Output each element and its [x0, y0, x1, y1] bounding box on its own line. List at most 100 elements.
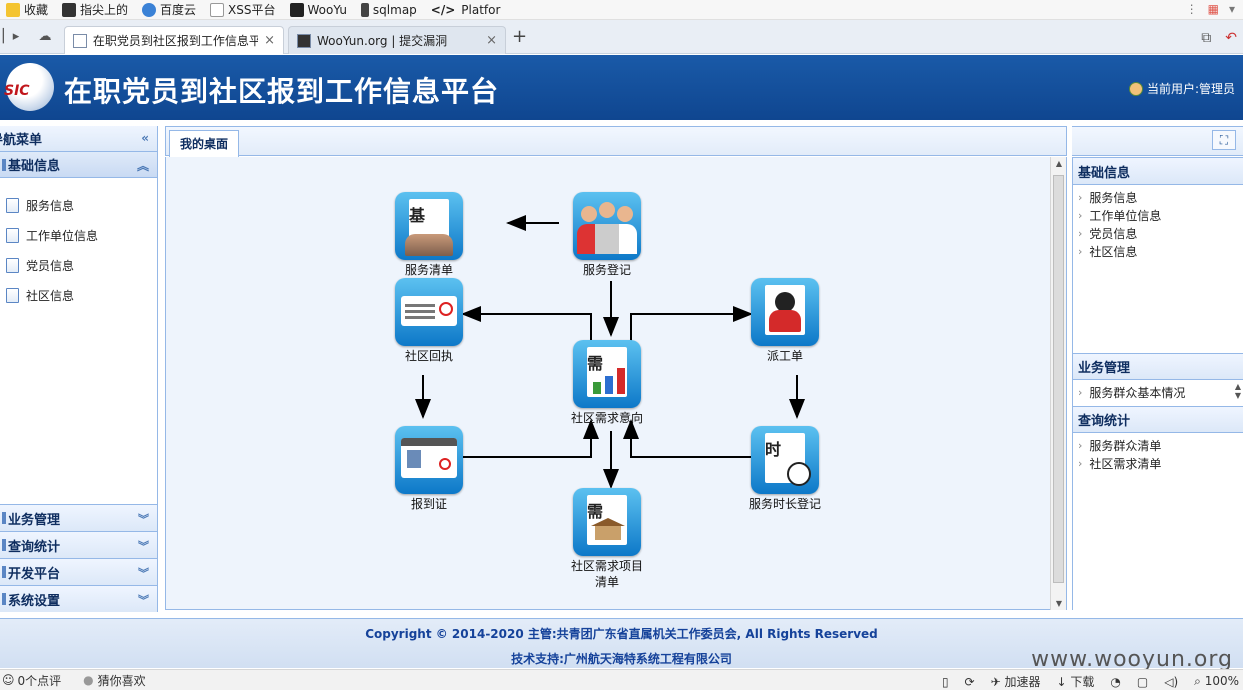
chevron-down-icon[interactable]: ▾ [1228, 2, 1235, 16]
scroll-up-icon[interactable]: ▲ [1055, 159, 1063, 168]
close-icon[interactable]: × [486, 33, 497, 48]
node-needs-project[interactable]: 需 社区需求项目清单 [562, 488, 652, 590]
bookmark-baiduyun[interactable]: 百度云 [136, 1, 204, 18]
folder-icon [2, 512, 6, 524]
accelerator-button[interactable]: ✈ 加速器 [990, 675, 1041, 689]
guess-you-like[interactable]: 猜你喜欢 [97, 673, 146, 688]
collapse-left-icon[interactable]: « [141, 131, 149, 145]
bookmark-xss[interactable]: XSS平台 [204, 1, 283, 18]
tab-my-desktop[interactable]: 我的桌面 [169, 130, 240, 157]
people-group-icon [573, 192, 641, 260]
basic-info-menu: 服务信息 工作单位信息 党员信息 社区信息 [0, 178, 157, 310]
more-icon[interactable]: ⋮ [1185, 2, 1198, 16]
browser-tabs-bar: ▏▸ ☁ 在职党员到社区报到工作信息平 × WooYun.org | 提交漏洞 … [0, 20, 1243, 54]
wooyun-icon [289, 2, 304, 17]
workflow-canvas: 基 服务清单 服务登记 社区回执 需 [165, 157, 1067, 610]
node-service-hours[interactable]: 时 服务时长登记 [740, 426, 830, 512]
right-link-work-unit[interactable]: 工作单位信息 [1078, 206, 1243, 224]
node-report-cert[interactable]: 报到证 [384, 426, 474, 512]
comments-count[interactable]: 0个点评 [17, 673, 62, 688]
left-sidebar: 导航菜单 « 基础信息 ︽ 服务信息 工作单位信息 党员信息 社区信息 业务管理… [0, 126, 158, 612]
browser-icon[interactable]: ◔ [1110, 674, 1121, 689]
new-tab-button[interactable]: + [512, 26, 528, 47]
needs-chart-icon: 需 [573, 340, 641, 408]
accordion-dev-platform[interactable]: 开发平台︾ [0, 558, 157, 585]
right-link-party-member[interactable]: 党员信息 [1078, 224, 1243, 242]
sidebar-toggle-icon[interactable]: ▏▸ [2, 29, 20, 44]
browser-tab-wooyun[interactable]: WooYun.org | 提交漏洞 × [288, 26, 506, 54]
watermark: www.wooyun.org [1031, 647, 1233, 672]
right-business-header: 业务管理 [1073, 353, 1243, 380]
scroll-down-icon[interactable]: ▼ [1055, 599, 1063, 608]
right-query-header: 查询统计 [1073, 406, 1243, 433]
accordion-query[interactable]: 查询统计︾ [0, 531, 157, 558]
node-dispatch[interactable]: 派工单 [740, 278, 830, 364]
bookmark-wooyun[interactable]: WooYu [284, 2, 355, 17]
browser-tab-active[interactable]: 在职党员到社区报到工作信息平 × [64, 26, 284, 54]
right-link-service-info[interactable]: 服务信息 [1078, 188, 1243, 206]
right-basic-info-header: 基础信息 [1073, 158, 1243, 185]
workflow-arrows [415, 215, 805, 489]
receipt-icon [395, 278, 463, 346]
node-service-list[interactable]: 基 服务清单 [384, 192, 474, 278]
document-icon [6, 257, 19, 273]
bookmarks-bar: 收藏 指尖上的 百度云 XSS平台 WooYu sqlmap </>Platfo… [0, 0, 1243, 20]
chevron-down-icon[interactable]: ︾ [138, 540, 149, 553]
close-icon[interactable]: × [264, 33, 275, 48]
chevron-down-icon[interactable]: ︾ [138, 567, 149, 580]
cloud-icon [142, 2, 157, 17]
document-icon [6, 287, 19, 303]
accordion-basic-info[interactable]: 基础信息 ︽ [0, 152, 157, 178]
download-button[interactable]: ↓ 下载 [1056, 675, 1095, 689]
bookmark-zhijian[interactable]: 指尖上的 [56, 1, 136, 18]
document-icon [6, 227, 19, 243]
logo-text: SIC [4, 83, 30, 99]
document-icon [6, 197, 19, 213]
bookmark-sqlmap[interactable]: sqlmap [355, 2, 425, 17]
chevron-down-icon[interactable]: ︾ [138, 594, 149, 607]
app-title: 在职党员到社区报到工作信息平台 [64, 75, 500, 108]
chevron-up-icon[interactable]: ︽ [136, 159, 149, 173]
zoom-level[interactable]: ⌕ 100% [1194, 674, 1239, 688]
star-icon [6, 2, 20, 17]
node-community-needs[interactable]: 需 社区需求意向 [562, 340, 652, 426]
scrollbar-thumb[interactable] [1053, 175, 1064, 583]
menu-item-work-unit[interactable]: 工作单位信息 [6, 220, 157, 250]
right-link-community[interactable]: 社区信息 [1078, 242, 1243, 260]
right-link-service-masses[interactable]: 服务群众清单 [1078, 436, 1243, 454]
chevron-down-icon[interactable]: ︾ [138, 513, 149, 526]
bookmark-platform[interactable]: </>Platfor [430, 2, 501, 17]
phone-icon[interactable]: ▯ [941, 674, 949, 689]
menu-item-party-member[interactable]: 党员信息 [6, 250, 157, 280]
right-link-community-needs[interactable]: 社区需求清单 [1078, 454, 1243, 472]
code-icon: </> [430, 2, 456, 17]
node-service-register[interactable]: 服务登记 [562, 192, 652, 278]
accordion-business[interactable]: 业务管理︾ [0, 504, 157, 531]
folder-icon [2, 539, 6, 551]
refresh-icon[interactable]: ⟳ [964, 674, 975, 689]
speaker-icon[interactable]: ◁) [1164, 674, 1179, 689]
nav-menu-header: 导航菜单 « [0, 126, 157, 152]
menu-item-community[interactable]: 社区信息 [6, 280, 157, 310]
right-basic-info-list: 服务信息 工作单位信息 党员信息 社区信息 [1073, 185, 1243, 353]
right-panel: 基础信息 服务信息 工作单位信息 党员信息 社区信息 业务管理 服务群众基本情况… [1072, 157, 1243, 610]
accordion-settings[interactable]: 系统设置︾ [0, 585, 157, 612]
fullscreen-button[interactable]: ⛶ [1212, 130, 1236, 150]
app-header: SIC 在职党员到社区报到工作信息平台 当前用户:管理员 [0, 55, 1243, 120]
sqlmap-icon [360, 2, 369, 17]
undo-close-icon[interactable]: ↶ [1225, 30, 1237, 46]
accordion-list: 业务管理︾ 查询统计︾ 开发平台︾ 系统设置︾ [0, 504, 157, 612]
clock-document-icon: 时 [751, 426, 819, 494]
menu-item-service-info[interactable]: 服务信息 [6, 190, 157, 220]
center-tab-strip: 我的桌面 [165, 126, 1067, 157]
person-icon [62, 2, 77, 17]
bookmark-favorites[interactable]: 收藏 [0, 1, 56, 18]
cloud-sync-icon[interactable]: ☁ [38, 29, 52, 44]
right-link-service-basic[interactable]: 服务群众基本情况 [1078, 383, 1243, 401]
node-community-receipt[interactable]: 社区回执 [384, 278, 474, 364]
small-scroll-icon[interactable]: ▲▼ [1234, 382, 1241, 400]
vertical-scrollbar[interactable]: ▲ ▼ [1050, 157, 1066, 610]
apps-grid-icon[interactable]: ▦ [1207, 2, 1219, 16]
restore-window-icon[interactable]: ⧉ [1201, 30, 1212, 46]
window-icon[interactable]: ▢ [1136, 674, 1149, 689]
